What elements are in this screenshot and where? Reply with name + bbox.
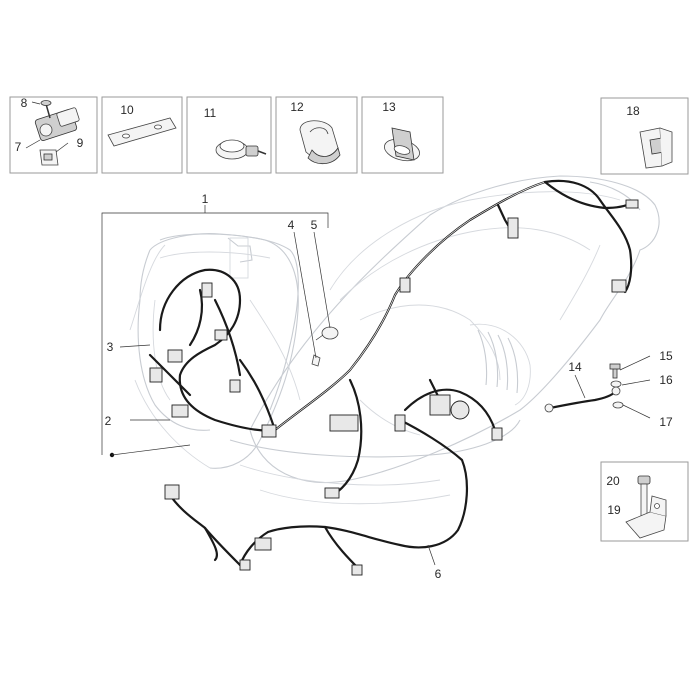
- callout-4: 4: [288, 218, 295, 232]
- main-wiring-harness: [148, 179, 634, 572]
- bolt-15: [609, 363, 621, 379]
- legshield-frame: [137, 233, 299, 431]
- connector: [261, 424, 277, 438]
- battery-cable-14: [544, 386, 621, 413]
- callout-15: 15: [659, 349, 673, 363]
- callout-19: 19: [607, 503, 621, 517]
- detail-frame-12: [275, 96, 358, 174]
- callout-17: 17: [659, 415, 673, 429]
- callout-12: 12: [290, 100, 304, 114]
- callout-6: 6: [435, 567, 442, 581]
- callout-9: 9: [77, 136, 84, 150]
- scooter-body-outline: [129, 175, 660, 505]
- callout-14: 14: [568, 360, 582, 374]
- detail-frame-18: [600, 97, 689, 175]
- connector: [507, 217, 519, 239]
- coil: [450, 400, 470, 420]
- cable-tie-5: [315, 326, 339, 341]
- connector: [611, 279, 627, 293]
- connector: [171, 404, 189, 418]
- leader-lines: [119, 231, 651, 566]
- nut-17: [612, 401, 624, 409]
- connector: [625, 199, 639, 209]
- connector: [149, 367, 163, 383]
- detail-frame-10: [101, 96, 183, 174]
- starter-relay: [429, 394, 451, 416]
- callout-10: 10: [120, 103, 134, 117]
- callout-16: 16: [659, 373, 673, 387]
- connector: [399, 277, 411, 293]
- callout-1: 1: [202, 192, 209, 206]
- detail-frame-11: [186, 96, 272, 174]
- fastener-4: [311, 354, 321, 367]
- callout-numbers: 1 2 3 4 5 6 7 8 9 10 11 12 13 14 15 16 1…: [15, 96, 673, 581]
- detail-frame-13: [361, 96, 444, 174]
- connector: [164, 484, 180, 500]
- connector: [167, 349, 183, 363]
- detail-frame-7-8-9: [9, 96, 98, 174]
- connector: [214, 329, 228, 341]
- callout-18: 18: [626, 104, 640, 118]
- callout-8: 8: [21, 96, 28, 110]
- connector: [394, 414, 406, 432]
- washer-16: [610, 380, 622, 388]
- callout-7: 7: [15, 140, 22, 154]
- connector: [229, 379, 241, 393]
- callout-13: 13: [382, 100, 396, 114]
- detail-frame-19-20: [600, 461, 689, 542]
- regulator-module: [329, 414, 359, 432]
- connector: [201, 282, 213, 298]
- callout-2: 2: [105, 414, 112, 428]
- harness-connectors: [149, 199, 639, 576]
- connector: [491, 427, 503, 441]
- callout-5: 5: [311, 218, 318, 232]
- callout-11: 11: [204, 106, 217, 120]
- callout-3: 3: [107, 340, 114, 354]
- connector: [351, 564, 363, 576]
- group-bracket-1: [101, 205, 329, 458]
- connector: [254, 537, 272, 551]
- connector: [324, 487, 340, 499]
- callout-20: 20: [606, 474, 620, 488]
- connector: [239, 559, 251, 571]
